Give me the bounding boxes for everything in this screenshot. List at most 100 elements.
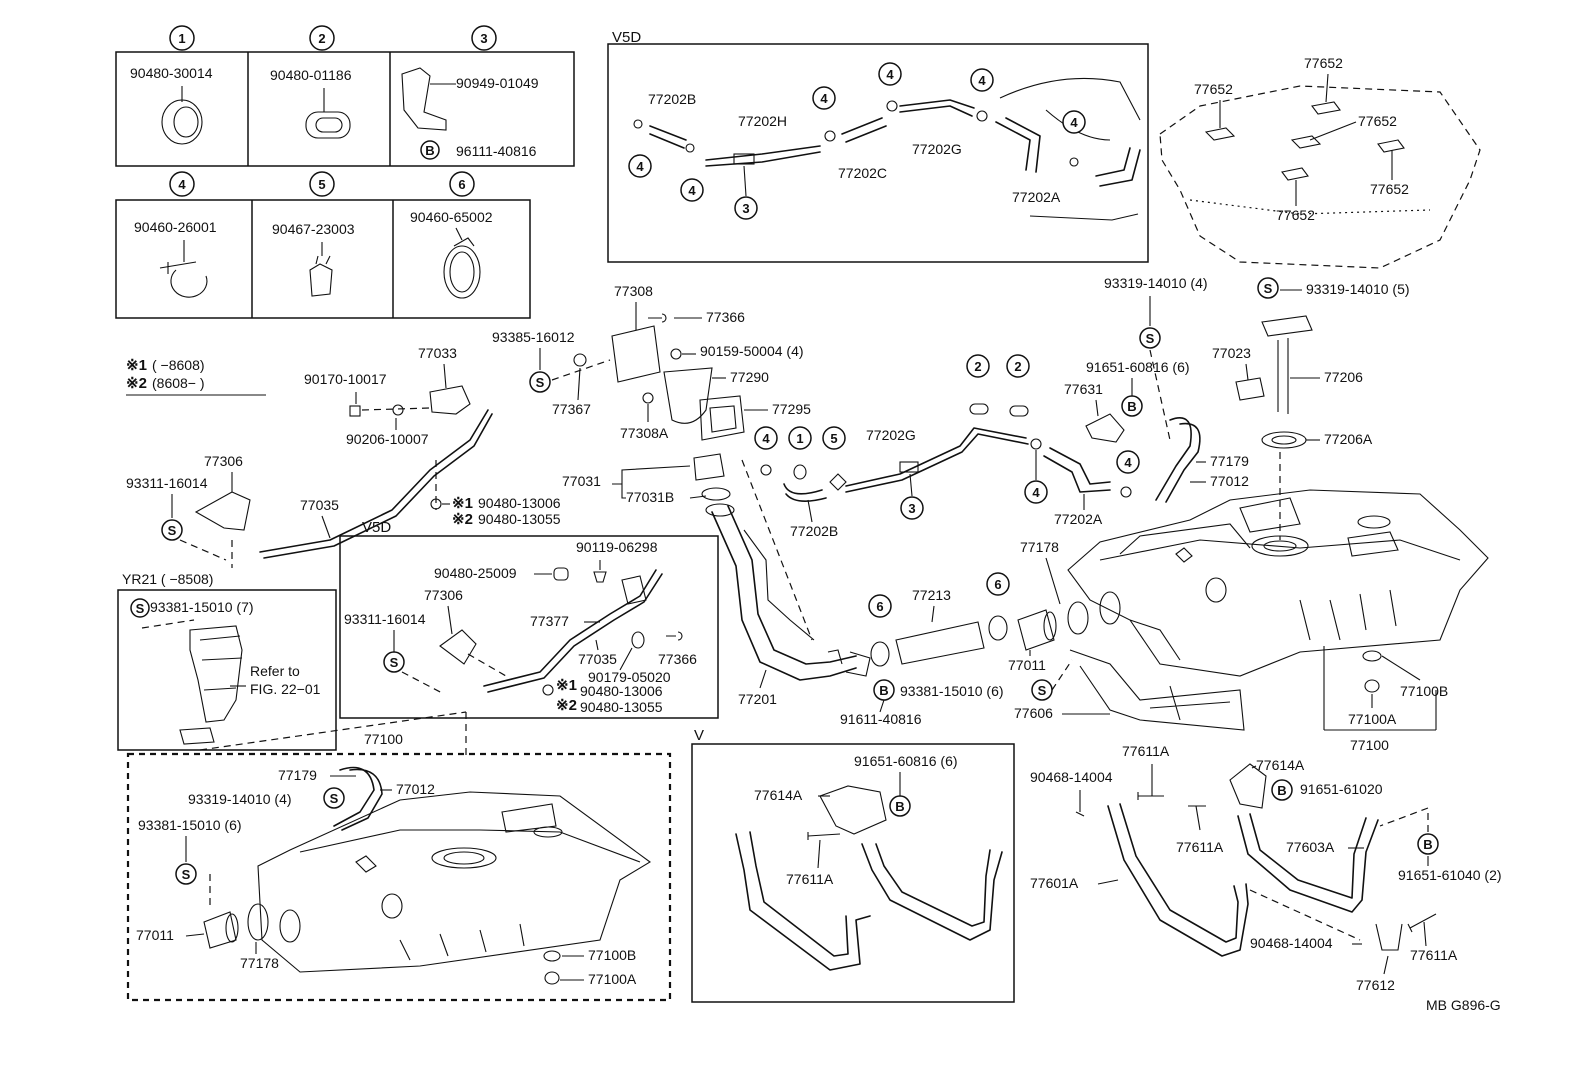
- hose-row: 2 2 4 1 5 77202G 3 77202B 4 77202A 4: [754, 354, 1140, 539]
- part-label: B: [1277, 783, 1286, 798]
- legend-circle-1: [169, 25, 195, 51]
- callout-circle: [383, 651, 405, 673]
- callout-circle: [878, 62, 902, 86]
- part-label: 77035: [578, 651, 617, 667]
- tank-top-right: 77652 77652 77652 77652 77652: [1159, 55, 1481, 269]
- part-label: 3: [480, 31, 487, 46]
- part-label: 77100: [364, 731, 403, 747]
- callout-circle: [1116, 450, 1140, 474]
- part-label: ※2: [556, 697, 577, 714]
- part-label: 6: [876, 599, 883, 614]
- part-label: 5: [318, 177, 325, 192]
- part-label: 77202G: [866, 427, 916, 443]
- legend-part-2: 90480-01186: [270, 67, 352, 83]
- part-label: 93381-15010 (6): [138, 817, 242, 833]
- callout-circle: [970, 68, 994, 92]
- filler-pipe: 77201 6 77213 6 B 93381-15010 (6) S 9161…: [705, 459, 1245, 731]
- part-label: 77206A: [1324, 431, 1373, 447]
- part-label: 77023: [1212, 345, 1251, 361]
- part-label: 77611A: [1176, 839, 1224, 855]
- part-label: FIG. 22−01: [250, 681, 321, 697]
- legend-part-1: 90480-30014: [130, 65, 213, 81]
- part-label: 77366: [706, 309, 745, 325]
- part-label: 77202A: [1012, 189, 1061, 205]
- part-label: 77012: [1210, 473, 1249, 489]
- part-label: 77614A: [1256, 757, 1305, 773]
- part-label: 77366: [658, 651, 697, 667]
- part-label: 91651-60816 (6): [1086, 359, 1190, 375]
- callout-circle: [1417, 833, 1439, 855]
- part-label: 77652: [1194, 81, 1233, 97]
- part-label: 5: [830, 431, 837, 446]
- part-label: 77367: [552, 401, 591, 417]
- part-label: 77202A: [1054, 511, 1103, 527]
- callout-circle: [628, 154, 652, 178]
- lower-left-box: 77100 77179 77012 93319-14010 (4) S 9338…: [126, 711, 672, 1002]
- part-label: 4: [978, 73, 986, 88]
- part-label: 4: [886, 67, 894, 82]
- part-label: 77179: [278, 767, 317, 783]
- part-label: 77631: [1064, 381, 1103, 397]
- part-label: 91651-61040 (2): [1398, 867, 1502, 883]
- callout-circle: [1024, 480, 1048, 504]
- part-label: 77100B: [588, 947, 636, 963]
- part-label: 90480-13055: [478, 511, 561, 527]
- part-label: ※1: [126, 357, 147, 374]
- legend-circle-4: [169, 171, 195, 197]
- callout-circle: [529, 371, 551, 393]
- part-label: S: [330, 791, 339, 806]
- callout-circle: [1271, 779, 1293, 801]
- part-label: 77178: [240, 955, 279, 971]
- v5d-mid-box: V5D 90119-06298 90480-25009 77306 93311-…: [339, 519, 719, 719]
- part-label: 91611-40816: [840, 711, 922, 727]
- notes: ※1 ( −8608) ※2 (8608− ): [126, 357, 266, 396]
- part-label: 4: [820, 91, 828, 106]
- callout-circle: [1257, 277, 1279, 299]
- part-label: S: [1038, 683, 1047, 698]
- callout-circle: [889, 795, 911, 817]
- part-label: ※1: [556, 677, 577, 694]
- part-label: 77178: [1020, 539, 1059, 555]
- callout-circle: [986, 572, 1010, 596]
- part-label: 90179-05020: [588, 669, 671, 685]
- part-label: 77201: [738, 691, 777, 707]
- part-label: 4: [1124, 455, 1132, 470]
- part-label: 77202B: [790, 523, 838, 539]
- part-label: S: [390, 655, 399, 670]
- part-label: 77100A: [1348, 711, 1397, 727]
- legend-part-5: 90467-23003: [272, 221, 355, 237]
- part-label: 90206-10007: [346, 431, 429, 447]
- legend-circle-3: [471, 25, 497, 51]
- part-label: S: [1146, 331, 1155, 346]
- part-label: 77308A: [620, 425, 669, 441]
- part-label: 77614A: [754, 787, 803, 803]
- callout-circle: [900, 496, 924, 520]
- lower-right-straps: 77611A 90468-14004 77614A B 91651-61020 …: [1030, 743, 1502, 993]
- part-label: 77035: [300, 497, 339, 513]
- part-label: 6: [458, 177, 465, 192]
- part-label: 91651-60816 (6): [854, 753, 958, 769]
- callout-circle: [1006, 354, 1030, 378]
- part-label: 77295: [772, 401, 811, 417]
- part-label: B: [879, 683, 888, 698]
- part-label: 77031B: [626, 489, 674, 505]
- part-label: 90480-13006: [580, 683, 663, 699]
- part-label: 4: [688, 183, 696, 198]
- part-label: 90468-14004: [1250, 935, 1333, 951]
- part-label: 77012: [396, 781, 435, 797]
- legend-b-circle: [420, 140, 440, 160]
- part-label: 77611A: [1410, 947, 1458, 963]
- callout-circle: [680, 178, 704, 202]
- part-label: S: [536, 375, 545, 390]
- part-label: 3: [742, 201, 749, 216]
- part-label: 90170-10017: [304, 371, 387, 387]
- note2-text: (8608− ): [152, 375, 205, 391]
- part-label: 90480-13006: [478, 495, 561, 511]
- part-label: 90480-13055: [580, 699, 663, 715]
- part-label: 77603A: [1286, 839, 1335, 855]
- part-label: 77306: [424, 587, 463, 603]
- part-label: 93319-14010 (5): [1306, 281, 1410, 297]
- part-label: 93385-16012: [492, 329, 575, 345]
- part-label: ※1: [452, 495, 473, 512]
- legend-circle-2: [309, 25, 335, 51]
